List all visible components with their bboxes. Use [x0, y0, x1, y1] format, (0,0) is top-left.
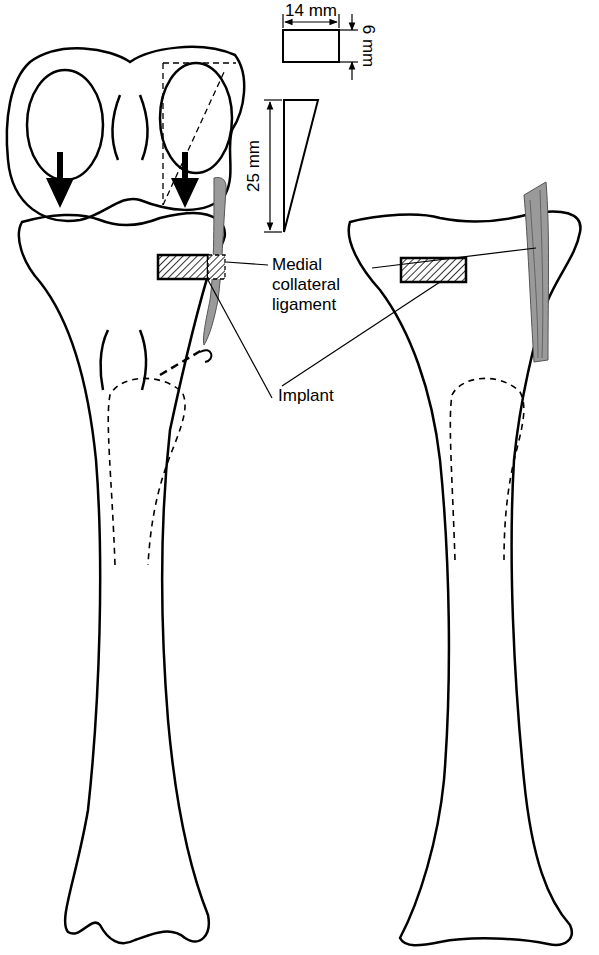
extension-line [282, 14, 283, 28]
load-arrow [171, 178, 199, 208]
implant-right [401, 258, 466, 282]
extension-line [264, 99, 282, 100]
ligament-fiber [540, 190, 543, 358]
implant-label: Implant [278, 386, 334, 406]
dimension-label: 14 mm [285, 1, 337, 21]
load-arrow [182, 152, 188, 182]
tibia-outline [19, 213, 225, 943]
spine-arc [140, 95, 148, 160]
condyle-lateral [27, 70, 103, 180]
load-arrow [57, 152, 63, 182]
ligament-fiber [530, 200, 538, 358]
fracture-line [101, 330, 108, 390]
leader-line [208, 280, 272, 398]
dimension-line [269, 102, 270, 230]
leader-line [226, 262, 268, 265]
implant-cut-left [208, 255, 225, 279]
dimension-label: 25 mm [244, 140, 264, 192]
suture-loop [200, 350, 211, 362]
extension-line [264, 231, 282, 232]
leader-line [372, 248, 536, 268]
fracture-line [140, 330, 146, 390]
ligament-label: Medial collateral ligament [272, 255, 372, 315]
implant-left [158, 255, 208, 279]
cut-line [163, 62, 236, 63]
suture-line [160, 350, 202, 375]
condyle-medial [160, 63, 232, 173]
extension-line [338, 14, 339, 28]
medullary-outline [108, 378, 185, 565]
dimension-line [351, 62, 352, 80]
extension-line [339, 61, 358, 62]
dimension-line [351, 14, 352, 30]
ligament-right [524, 182, 549, 362]
implant-block [283, 30, 339, 62]
implant-wedge [284, 100, 318, 232]
plateau-outline [7, 47, 244, 221]
dimension-line [285, 21, 337, 22]
extension-line [339, 29, 358, 30]
cut-line [162, 63, 163, 205]
medullary-outline [450, 378, 524, 560]
spine-arc [112, 95, 120, 160]
dimension-label: 6 mm [358, 25, 378, 68]
load-arrow [46, 178, 74, 208]
